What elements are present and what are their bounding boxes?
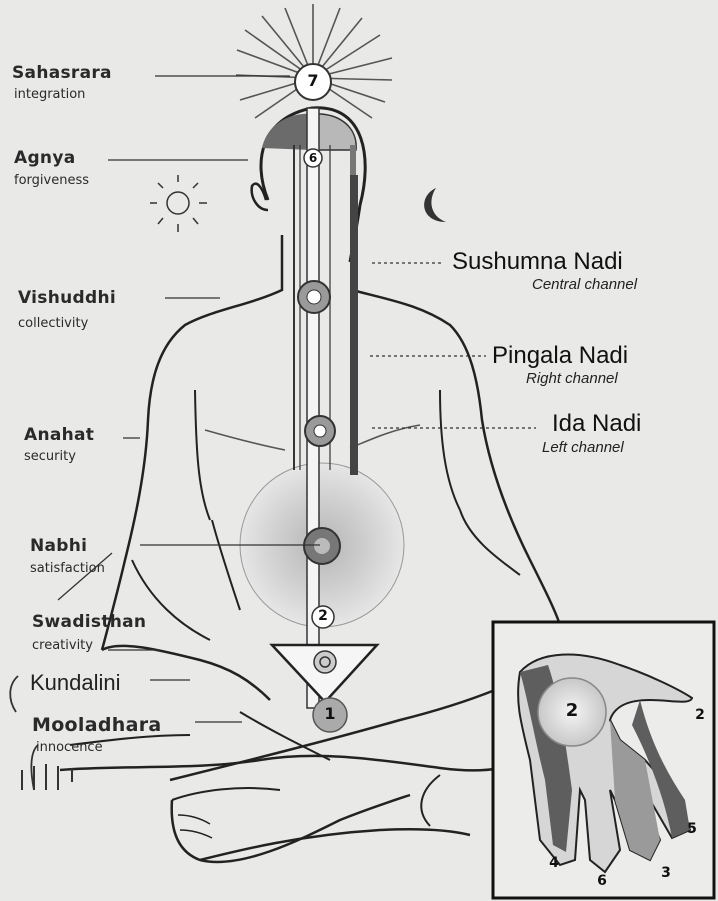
label-pingala-desc: Right channel bbox=[526, 371, 618, 386]
number-agnya: 6 bbox=[307, 152, 319, 164]
label-agnya-quality: forgiveness bbox=[14, 174, 89, 187]
label-mooladhara: Mooladhara bbox=[32, 716, 162, 735]
hand-number-middle: 6 bbox=[596, 874, 608, 888]
sun-decoration bbox=[150, 175, 207, 232]
label-anahat-quality: security bbox=[24, 450, 76, 463]
label-ida-nadi: Ida Nadi bbox=[552, 412, 641, 436]
label-nabhi: Nabhi bbox=[30, 538, 87, 555]
lower-arms bbox=[172, 795, 410, 862]
label-anahat: Anahat bbox=[24, 427, 94, 444]
legs bbox=[60, 756, 500, 771]
hand-inset bbox=[493, 622, 714, 898]
label-sahasrara-quality: integration bbox=[14, 88, 85, 101]
hand-number-index: 3 bbox=[660, 866, 672, 880]
kundalini-coil bbox=[314, 651, 336, 673]
label-mooladhara-quality: innocence bbox=[36, 741, 103, 754]
hand-number-little: 5 bbox=[686, 822, 698, 836]
label-sahasrara: Sahasrara bbox=[12, 65, 112, 82]
number-mooladhara: 1 bbox=[322, 706, 338, 722]
label-swadisthan-quality: creativity bbox=[32, 639, 93, 652]
moon-icon bbox=[424, 188, 446, 222]
label-vishuddhi-quality: collectivity bbox=[18, 317, 88, 330]
number-swadisthan: 2 bbox=[317, 609, 329, 623]
label-sushumna-nadi: Sushumna Nadi bbox=[452, 250, 623, 274]
number-sahasrara: 7 bbox=[305, 73, 321, 89]
hand-number-thumb: 2 bbox=[694, 708, 706, 722]
label-agnya: Agnya bbox=[14, 150, 75, 167]
label-pingala-nadi: Pingala Nadi bbox=[492, 344, 628, 368]
label-ida-desc: Left channel bbox=[542, 440, 624, 455]
label-kundalini: Kundalini bbox=[30, 672, 121, 694]
label-sushumna-desc: Central channel bbox=[532, 277, 637, 292]
label-swadisthan: Swadisthan bbox=[32, 614, 146, 631]
label-vishuddhi: Vishuddhi bbox=[18, 290, 116, 307]
label-nabhi-quality: satisfaction bbox=[30, 562, 105, 575]
flame-decoration bbox=[22, 764, 72, 790]
hand-number-palm: 2 bbox=[564, 702, 580, 720]
hand-number-ring: 4 bbox=[548, 856, 560, 870]
